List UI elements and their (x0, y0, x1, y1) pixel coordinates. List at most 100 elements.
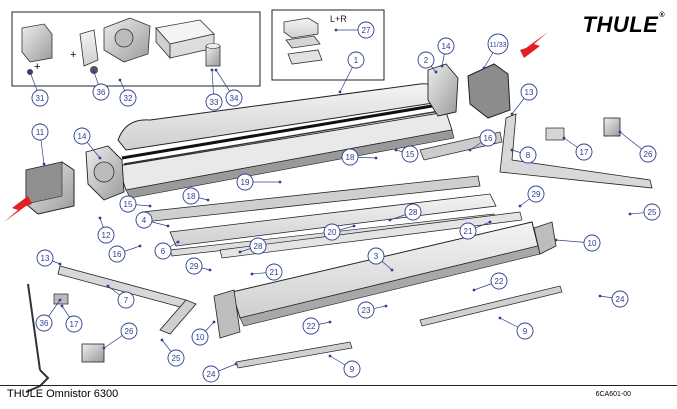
callout-leader-end (628, 212, 632, 216)
callout-circle-32 (119, 89, 137, 107)
callout-label-11-33: 11/33 (490, 42, 507, 49)
callout-circle-31 (31, 89, 49, 107)
callout-leader-end (554, 238, 558, 242)
part-28-lead-rail-upper (219, 211, 523, 259)
callout-label-25: 25 (172, 354, 181, 363)
plus-sign-2: + (70, 49, 76, 61)
callout-circle-34 (225, 89, 243, 107)
callout-circle-28 (404, 203, 422, 221)
callout-label-25: 25 (648, 208, 657, 217)
callout-circle-20 (323, 223, 341, 241)
callout-leader-end (98, 156, 102, 160)
callout-leader-end (176, 240, 180, 244)
plus-sign-1: + (34, 61, 40, 73)
document-code: 6CA601-00 (595, 391, 631, 398)
inset-brackets-frame (271, 9, 385, 81)
callout-label-8: 8 (526, 151, 531, 160)
callout-leader-end (212, 320, 216, 324)
callout-circle-13 (36, 249, 54, 267)
callout-circle-23 (357, 301, 375, 319)
callout-label-10: 10 (588, 239, 597, 248)
callout-leader-end (388, 218, 392, 222)
callout-circle-24 (202, 365, 220, 383)
part-34-cylinder-top (205, 43, 221, 49)
callout-circle-18 (341, 148, 359, 166)
callout-circle-26 (120, 322, 138, 340)
callout-label-26: 26 (644, 150, 653, 159)
part-11-endcap-face (25, 161, 63, 205)
red-arrow-right (520, 32, 548, 58)
callout-circle-28 (249, 237, 267, 255)
part-2-motor-housing (427, 63, 459, 117)
callout-label-27: 27 (362, 26, 371, 35)
part-26-mount-right (603, 117, 621, 137)
callout-leader-end (106, 284, 110, 288)
part-32-gear (114, 28, 134, 48)
callout-leader-end (390, 268, 394, 272)
callout-leader-end (60, 304, 64, 308)
callout-label-21: 21 (464, 227, 473, 236)
callout-label-31: 31 (36, 94, 45, 103)
callout-label-14: 14 (78, 132, 87, 141)
callout-leader-end (238, 250, 242, 254)
part-34-cylinder (205, 45, 221, 67)
callout-leader-end (138, 244, 142, 248)
callout-circle-22 (490, 272, 508, 290)
part-27-bracket-a (283, 17, 319, 39)
callout-label-17: 17 (580, 148, 589, 157)
callout-label-36: 36 (40, 319, 49, 328)
part-10-endcap-left (213, 289, 241, 339)
part-17-knob-right (545, 127, 565, 141)
callout-circle-4 (135, 211, 153, 229)
part-10-endcap-right (533, 221, 557, 255)
callout-label-18: 18 (187, 192, 196, 201)
callout-leader-end (214, 68, 218, 72)
callout-circle-7 (117, 291, 135, 309)
callout-leader-end (334, 28, 338, 32)
diagram-title: THULE Omnistor 6300 (7, 388, 119, 400)
callout-circle-13 (520, 83, 538, 101)
callout-circle-11-33 (487, 33, 509, 55)
part-33-cap (21, 23, 53, 63)
callout-leader-end (98, 216, 102, 220)
callout-leader-end (42, 162, 46, 166)
callout-leader-end (488, 220, 492, 224)
callout-label-14: 14 (442, 42, 451, 51)
callout-label-36: 36 (97, 88, 106, 97)
callout-circle-26 (639, 145, 657, 163)
inset-note: L+R (330, 14, 347, 24)
part-9-lead-rail-lower (235, 341, 353, 369)
callout-leader-end (562, 136, 566, 140)
callout-leader-end (498, 316, 502, 320)
callout-circle-14 (437, 37, 455, 55)
red-arrows (4, 32, 548, 222)
callout-label-21: 21 (270, 268, 279, 277)
callout-label-15: 15 (406, 150, 415, 159)
callout-leader-end (440, 64, 444, 68)
part-36-knob (90, 66, 98, 74)
part-1-fabric-stripe-2 (123, 109, 447, 165)
footer-rule (0, 385, 677, 386)
callout-label-4: 4 (142, 216, 147, 225)
callout-circle-9 (343, 360, 361, 378)
callout-leader-end (58, 262, 62, 266)
callout-leader-end (482, 66, 486, 70)
callout-circle-15 (119, 195, 137, 213)
callout-leader-end (160, 338, 164, 342)
callout-label-13: 13 (41, 254, 50, 263)
callout-circle-29 (527, 185, 545, 203)
callout-label-29: 29 (532, 190, 541, 199)
callout-circle-2 (417, 51, 435, 69)
callout-label-6: 6 (161, 247, 166, 256)
callout-circle-21 (459, 222, 477, 240)
part-26-mount-left (81, 343, 105, 363)
callout-label-22: 22 (495, 277, 504, 286)
callout-circle-10 (583, 234, 601, 252)
callout-leader-end (250, 272, 254, 276)
inset-brackets: L+R (271, 9, 385, 81)
callout-leader-end (510, 148, 514, 152)
part-27-bracket-b (285, 35, 321, 49)
callout-leader-end (374, 156, 378, 160)
